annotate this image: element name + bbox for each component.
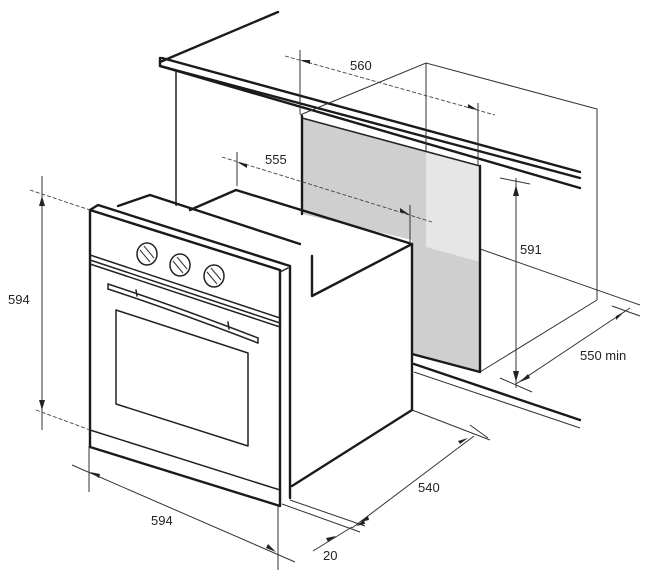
oven [88,188,414,508]
dimension-label-550-min: 550 min [580,348,626,363]
dimension-label-540: 540 [418,480,440,495]
dimension-oven-depth: 540 [351,409,491,529]
knob-icon [203,264,225,288]
dimension-label-591: 591 [520,242,542,257]
dimension-label-594-height: 594 [8,292,30,307]
dimension-label-560: 560 [350,58,372,73]
dimension-oven-width: 594 [71,446,296,570]
dimension-niche-depth-top: 555 [221,152,433,244]
control-knobs [136,242,225,288]
dimension-door-thickness: 20 [281,499,366,563]
niche-panels [300,114,482,374]
knob-icon [169,253,191,277]
knob-icon [136,242,158,266]
door-window [115,309,249,447]
dimension-label-555: 555 [265,152,287,167]
door-handle [107,283,259,344]
dimension-label-594-width: 594 [151,513,173,528]
dimension-niche-width: 560 [284,50,496,166]
dimension-niche-depth-min: 550 min [499,305,641,393]
dimension-oven-height: 594 [8,176,91,431]
dimension-label-20: 20 [323,548,337,563]
cabinet [158,10,641,429]
dimension-niche-height: 591 [499,177,542,388]
